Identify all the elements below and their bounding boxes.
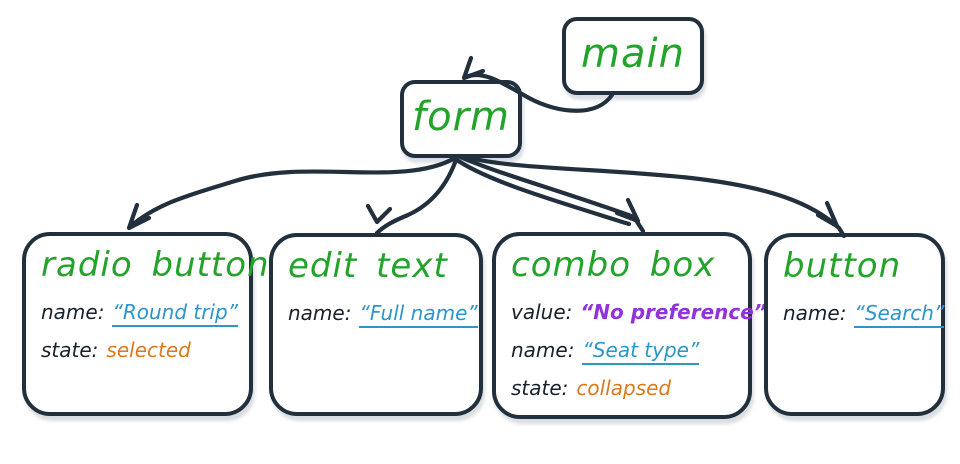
property-label: name: — [288, 300, 352, 325]
property-label: name: — [511, 337, 575, 362]
node-button: button name: “Search” — [764, 233, 945, 416]
property-label: name: — [783, 300, 847, 325]
edge-form-to-combo-box — [455, 153, 646, 234]
property-row-name: name: “Search” — [783, 300, 945, 328]
arrowhead-combo-box — [614, 197, 641, 224]
property-row-name: name: “Seat type” — [511, 337, 733, 365]
property-label: value: — [511, 299, 573, 324]
property-value-name: “Round trip” — [112, 299, 239, 327]
property-value-name: “Search” — [854, 300, 945, 328]
property-row-state: state: selected — [41, 337, 234, 363]
edge-form-to-button — [458, 153, 847, 239]
property-row-name: name: “Round trip” — [41, 299, 239, 327]
node-form-label: form — [412, 94, 510, 140]
property-label: name: — [41, 299, 105, 324]
property-row-state: state: collapsed — [511, 375, 733, 401]
node-title: combo box — [511, 245, 716, 285]
property-value-value: “No preference” — [580, 299, 767, 324]
node-main-label: main — [581, 31, 685, 77]
property-row-value: value: “No preference” — [511, 299, 767, 325]
arrowhead-radio-button — [126, 202, 152, 231]
node-form: form — [400, 80, 522, 158]
property-label: state: — [511, 375, 569, 400]
arrowhead-form — [461, 55, 486, 81]
node-title: edit text — [288, 246, 448, 286]
node-radio-button: radio button name: “Round trip” state: sel… — [22, 232, 270, 416]
property-value-state: collapsed — [576, 375, 672, 400]
edge-form-to-radio-button — [128, 155, 458, 229]
arrowhead-edit-text — [365, 203, 393, 225]
edge-form-to-combo-box-stroke2 — [451, 155, 632, 227]
node-main: main — [562, 17, 704, 95]
edge-form-to-edit-text — [374, 154, 460, 236]
node-edit-text: edit text name: “Full name” — [269, 233, 483, 416]
property-label: state: — [41, 337, 99, 362]
node-combo-box: combo box value: “No preference” name: “Se… — [492, 232, 767, 419]
node-title: radio button — [41, 245, 270, 285]
property-value-name: “Seat type” — [582, 337, 700, 365]
property-row-name: name: “Full name” — [288, 300, 478, 328]
arrowhead-button — [815, 200, 840, 229]
property-value-name: “Full name” — [359, 300, 478, 328]
property-value-state: selected — [106, 337, 191, 362]
node-title: button — [783, 246, 902, 286]
